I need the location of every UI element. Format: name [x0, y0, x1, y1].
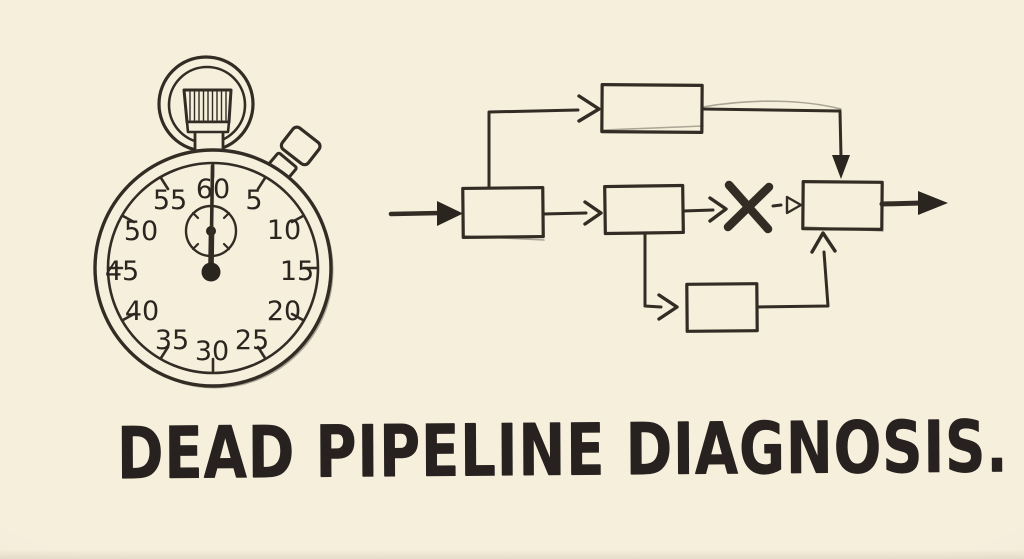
input-arrow-line [388, 210, 444, 217]
edge-source-to-middle [541, 200, 603, 226]
dial-number: 10 [267, 215, 301, 246]
edge-middle-to-bottom [643, 231, 679, 321]
edge-line [700, 107, 843, 159]
chevron-arrowhead [577, 94, 601, 123]
hand-upper [209, 164, 215, 234]
edge-line [755, 250, 830, 309]
side-button [266, 125, 322, 183]
output-arrowhead [918, 191, 948, 215]
edge-input-to-source [388, 201, 463, 226]
edge-bottom-to-sink [755, 231, 837, 309]
dial-numbers: 60 5 10 15 20 25 30 35 40 45 50 55 [105, 174, 314, 367]
source-sketch-line [464, 235, 545, 241]
x-stroke-2 [723, 182, 774, 232]
edge-source-to-top [487, 94, 601, 190]
edge-middle-to-sink-broken [681, 180, 803, 234]
top-box-sketch-line [603, 125, 704, 131]
hand-pivot-dot [201, 262, 221, 282]
dial-number: 30 [195, 336, 229, 367]
edge-sketch-line [702, 100, 842, 110]
flowchart-diagram [388, 83, 948, 333]
dial-number: 40 [125, 296, 159, 327]
stopwatch: 60 5 10 15 20 25 30 35 40 45 50 55 [93, 55, 334, 389]
dial-number: 20 [267, 296, 301, 327]
node-bottom-branch-box [685, 282, 759, 333]
failure-x-icon [723, 180, 774, 234]
edge-line [541, 211, 588, 216]
dial-number: 55 [153, 185, 187, 216]
caption-text: DEAD PIPELINE DIAGNOSIS. [116, 404, 1009, 496]
dial-number: 15 [280, 256, 314, 287]
stopwatch-hand [201, 164, 221, 282]
sub-dial-ticks [191, 211, 231, 251]
crown-ribs [189, 91, 227, 121]
chevron-arrowhead [708, 196, 728, 223]
crown-button [182, 88, 233, 164]
node-top-branch-box [600, 83, 704, 134]
hand-lower [208, 229, 215, 269]
hollow-triangle-arrowhead [785, 195, 803, 215]
edge-top-to-sink [700, 100, 850, 179]
chevron-up-arrowhead [810, 231, 837, 254]
dial-number: 35 [155, 325, 189, 356]
dial-number: 50 [124, 216, 158, 247]
dash-segment [771, 203, 783, 208]
node-sink-box [801, 180, 884, 231]
edge-line [681, 208, 715, 213]
dial-number: 5 [245, 185, 262, 216]
side-button-head [279, 125, 322, 167]
sink-sketch-line [804, 226, 884, 232]
chevron-arrowhead [583, 200, 603, 226]
dial-number: 25 [235, 325, 269, 356]
dial-number: 45 [105, 256, 139, 287]
input-arrowhead [437, 201, 463, 226]
node-middle-branch-box [603, 183, 685, 236]
crown-base-band [185, 120, 231, 134]
edge-sink-to-output [879, 191, 948, 215]
output-arrow-line [879, 200, 925, 207]
solid-down-arrowhead [832, 155, 850, 179]
edge-line [487, 108, 580, 190]
node-source-box [461, 185, 545, 240]
chevron-arrowhead [657, 293, 679, 321]
edge-line [643, 231, 663, 309]
